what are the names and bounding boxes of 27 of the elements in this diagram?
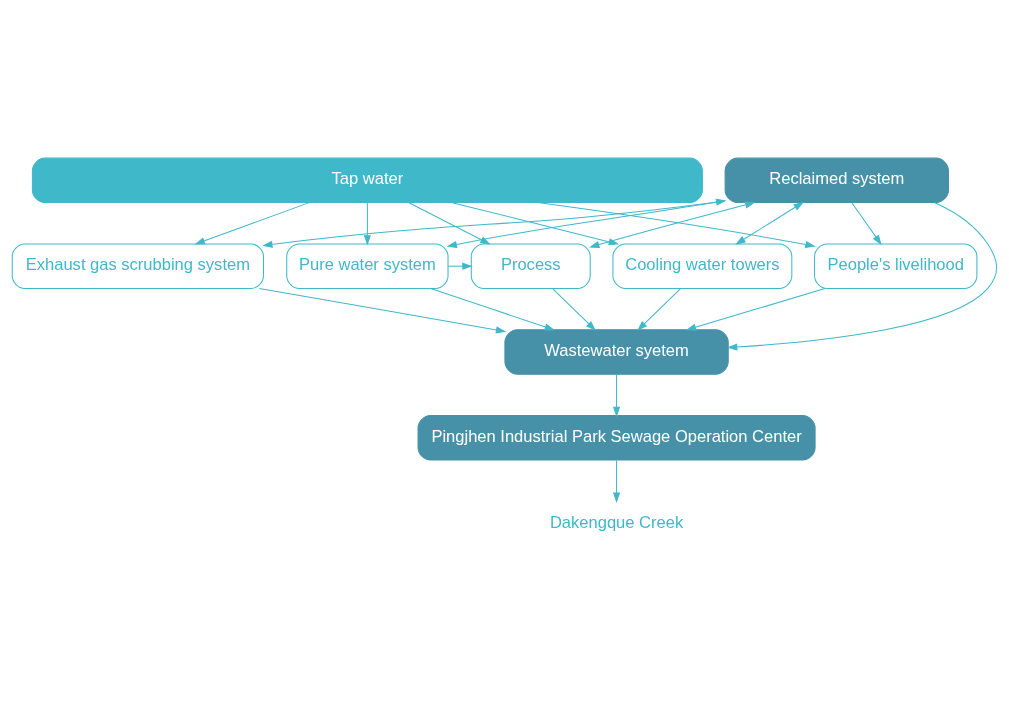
arrow bbox=[612, 374, 621, 418]
arrow bbox=[589, 201, 756, 249]
arrow bbox=[727, 202, 998, 351]
arrow bbox=[637, 288, 681, 331]
arrow bbox=[537, 202, 816, 249]
arrow bbox=[451, 202, 620, 246]
arrow bbox=[194, 202, 310, 245]
node-box: Cooling water towers bbox=[612, 243, 793, 289]
node-box: Exhaust gas scrubbing system bbox=[11, 243, 264, 289]
arrow bbox=[430, 287, 555, 331]
node-box: Pure water system bbox=[286, 243, 449, 289]
node-box: Tap water bbox=[31, 157, 703, 204]
node-box: Reclaimed system bbox=[724, 157, 949, 204]
arrow bbox=[408, 202, 491, 245]
arrow bbox=[851, 202, 882, 246]
arrow bbox=[735, 201, 804, 245]
arrow bbox=[685, 287, 826, 331]
arrow bbox=[552, 288, 596, 331]
arrow bbox=[612, 459, 621, 503]
node-box: People's livelihood bbox=[814, 243, 978, 289]
arrow bbox=[258, 287, 507, 334]
node-text: Dakengque Creek bbox=[549, 512, 684, 532]
arrow bbox=[447, 262, 473, 270]
node-box: Process bbox=[470, 243, 591, 289]
node-box: Pingjhen Industrial Park Sewage Operation Center bbox=[417, 415, 816, 461]
node-box: Wastewater syetem bbox=[504, 329, 729, 375]
arrow bbox=[363, 202, 371, 246]
